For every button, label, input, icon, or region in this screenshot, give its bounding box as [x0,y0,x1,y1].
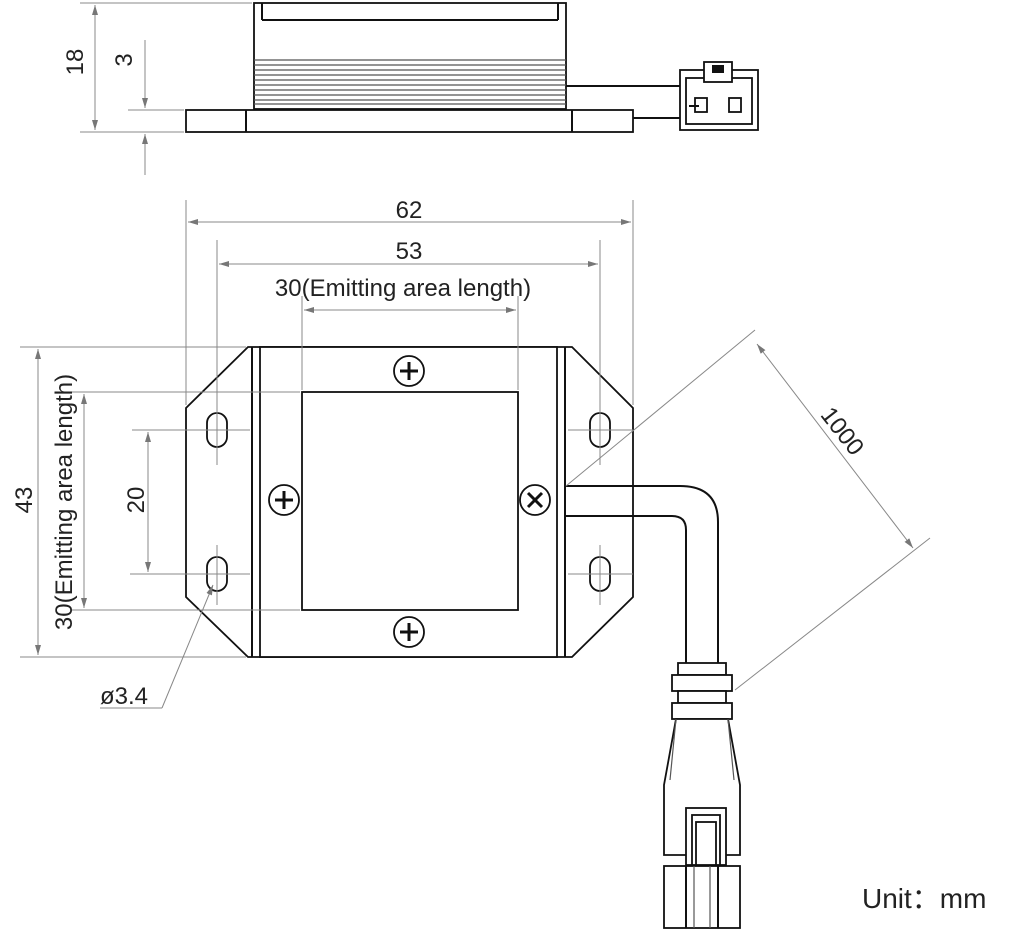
screw-top-icon [393,355,425,387]
dim-width-62: 62 [396,197,423,224]
cable [566,485,719,663]
dim-base-3: 3 [111,53,138,66]
dim-emitting-height: 30(Emitting area length) [51,374,78,630]
mounting-hole-bl [130,545,250,605]
heat-sink-fins [254,59,566,105]
dim-hole-diameter: ø3.4 [100,683,148,710]
cable-connector [663,662,741,929]
dim-height-43: 43 [11,487,38,514]
dim-hole-spacing-53: 53 [396,238,423,265]
dim-hole-spacing-20: 20 [123,487,150,514]
top-view: 62 53 30(Emitting area length) 43 30(Emi… [11,197,931,929]
screw-right-icon [519,484,551,516]
mounting-hole-tl [186,400,250,465]
mounting-hole-tr [568,400,633,465]
side-view: 18 3 [62,2,759,175]
dim-cable-length: 1000 [815,402,869,461]
side-connector [679,61,759,131]
dim-height-18: 18 [62,49,89,76]
mounting-hole-br [568,545,633,605]
unit-label: Unit：mm [862,883,986,914]
screw-left-icon [268,484,300,516]
housing-body [253,2,567,110]
emitting-area [301,391,519,611]
dim-emitting-width: 30(Emitting area length) [275,275,531,302]
screw-bottom-icon [393,616,425,648]
base-plate [185,109,634,133]
